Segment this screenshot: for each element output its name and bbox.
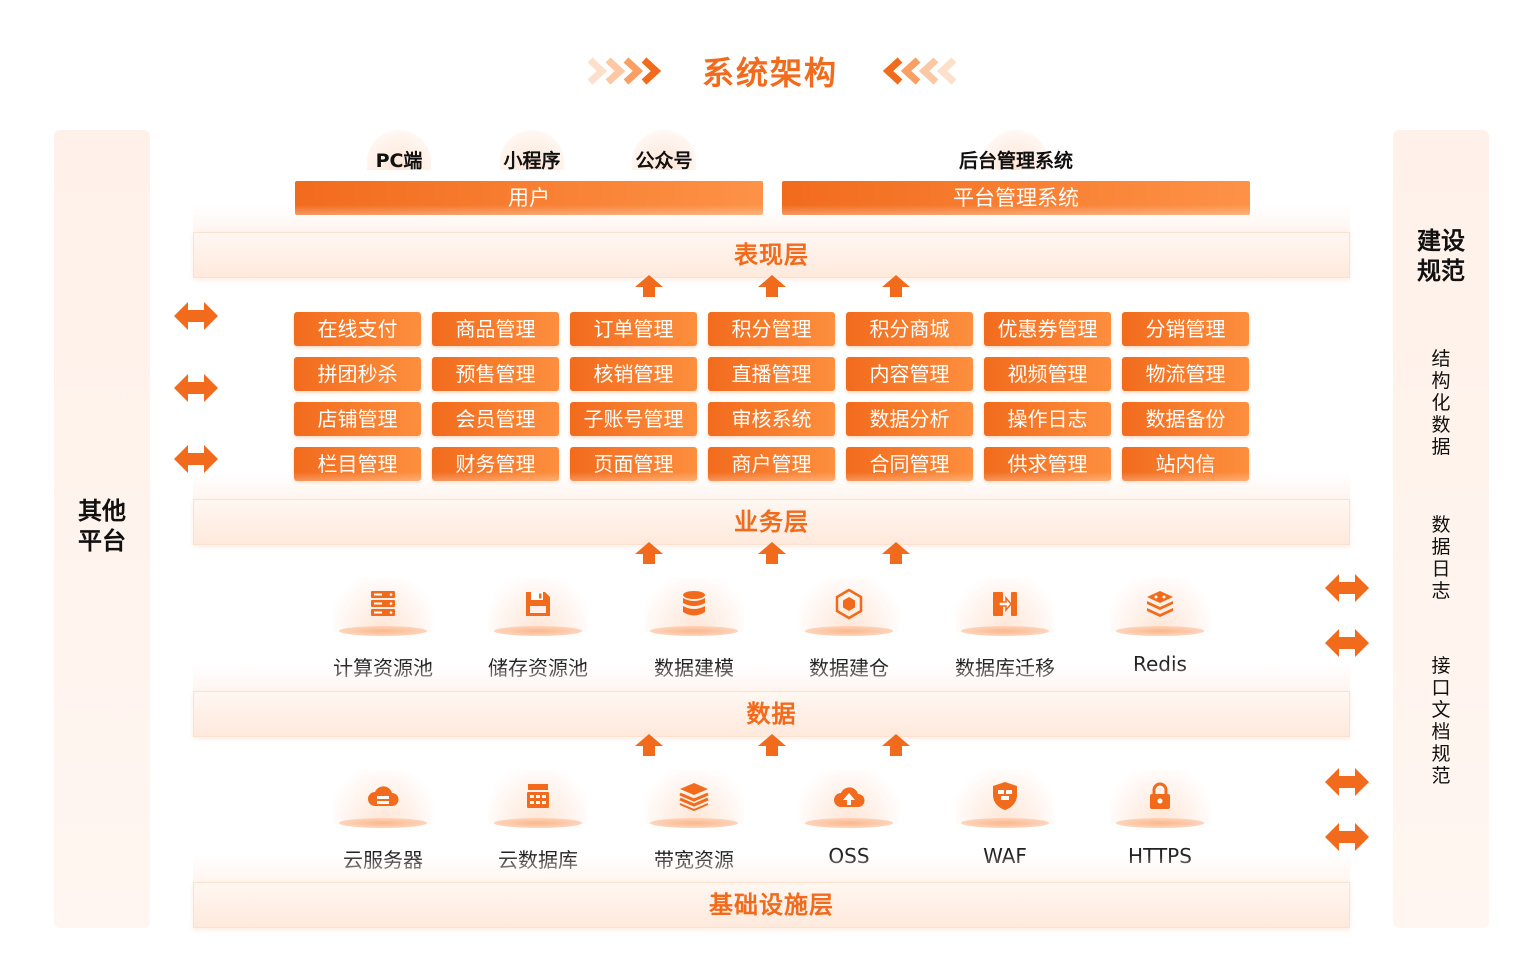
cloud-upload-icon (833, 780, 865, 812)
lock-icon (1144, 780, 1176, 812)
up-arrow-icon (635, 275, 663, 297)
up-arrow-icon (882, 542, 910, 564)
layer-data: 数据 (193, 691, 1350, 737)
up-arrow-icon (758, 734, 786, 756)
module-button: 物流管理 (1122, 357, 1249, 391)
module-button: 核销管理 (570, 357, 697, 391)
module-button: 积分商城 (846, 312, 973, 346)
redis-layers-icon (1144, 588, 1176, 620)
module-button: 数据备份 (1122, 402, 1249, 436)
database-icon (678, 588, 710, 620)
up-arrow-icon (882, 275, 910, 297)
double-arrow-icon (174, 445, 218, 473)
double-arrow-icon (174, 302, 218, 330)
up-arrow-icon (635, 734, 663, 756)
build-standards-title: 建设规范 (1417, 227, 1465, 285)
module-button: 优惠券管理 (984, 312, 1111, 346)
standard-data-log: 数据日志 (1431, 514, 1451, 602)
double-arrow-icon (1325, 629, 1369, 657)
double-arrow-icon (1325, 574, 1369, 602)
module-button: 店铺管理 (294, 402, 421, 436)
layer-presentation: 表现层 (193, 232, 1350, 278)
client-official-account: 公众号 (635, 150, 693, 172)
module-button: 直播管理 (708, 357, 835, 391)
client-admin-system: 后台管理系统 (958, 150, 1073, 172)
module-button: 订单管理 (570, 312, 697, 346)
layer-perspective (193, 855, 1350, 885)
other-platform-label: 其他平台 (78, 497, 126, 555)
double-arrow-icon (1325, 823, 1369, 851)
module-button: 审核系统 (708, 402, 835, 436)
bandwidth-layers-icon (678, 780, 710, 812)
double-arrow-icon (174, 374, 218, 402)
infra-item-waf: WAF (945, 770, 1065, 880)
up-arrow-icon (635, 542, 663, 564)
module-button: 会员管理 (432, 402, 559, 436)
page-title: 系统架构 (701, 54, 838, 92)
module-button: 内容管理 (846, 357, 973, 391)
layer-business: 业务层 (193, 499, 1350, 545)
title-chevrons-left (586, 54, 676, 88)
title-chevrons-right (880, 54, 970, 88)
cloud-server-icon (367, 780, 399, 812)
module-button: 操作日志 (984, 402, 1111, 436)
firewall-shield-icon (989, 780, 1021, 812)
module-button: 分销管理 (1122, 312, 1249, 346)
layer-perspective (193, 664, 1350, 694)
module-button: 视频管理 (984, 357, 1111, 391)
module-button: 商品管理 (432, 312, 559, 346)
module-button: 数据分析 (846, 402, 973, 436)
standard-api-doc: 接口文档规范 (1431, 655, 1451, 787)
module-button: 在线支付 (294, 312, 421, 346)
standard-structured-data: 结构化数据 (1431, 348, 1451, 458)
module-button: 拼团秒杀 (294, 357, 421, 391)
module-button: 积分管理 (708, 312, 835, 346)
server-rack-icon (367, 588, 399, 620)
up-arrow-icon (758, 275, 786, 297)
layer-perspective (193, 472, 1350, 502)
build-standards-column (1393, 130, 1489, 928)
client-pc: PC端 (375, 150, 423, 172)
cube-icon (833, 588, 865, 620)
up-arrow-icon (758, 542, 786, 564)
layer-infrastructure: 基础设施层 (193, 882, 1350, 928)
double-arrow-icon (1325, 768, 1369, 796)
up-arrow-icon (882, 734, 910, 756)
migrate-icon (989, 588, 1021, 620)
layer-perspective (193, 205, 1350, 235)
module-button: 子账号管理 (570, 402, 697, 436)
module-button: 预售管理 (432, 357, 559, 391)
cloud-database-icon (522, 780, 554, 812)
client-miniprogram: 小程序 (503, 150, 561, 172)
floppy-disk-icon (522, 588, 554, 620)
other-platform-column (54, 130, 150, 928)
